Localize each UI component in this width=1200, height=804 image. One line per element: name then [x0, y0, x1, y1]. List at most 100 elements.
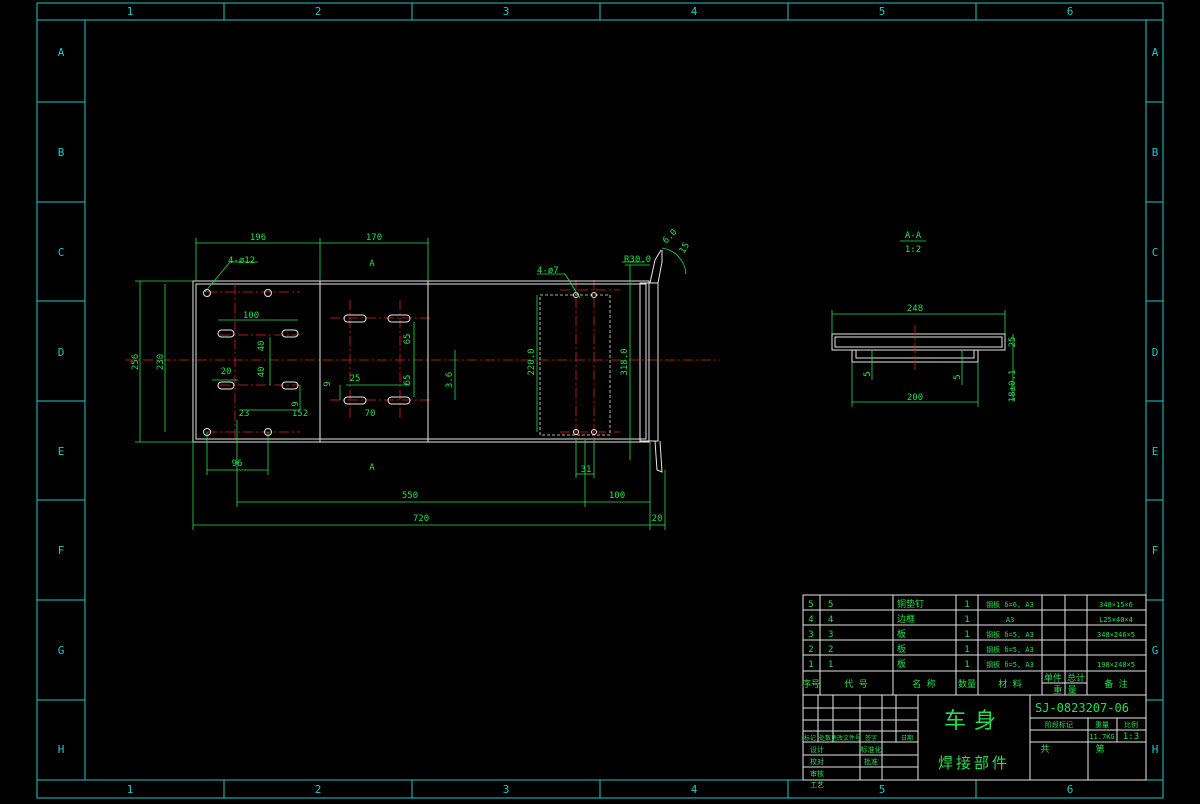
bom-cell-name: 铜垫钉 [897, 598, 924, 610]
part-name: 车身 [944, 709, 1004, 734]
bom-header: 序号 代 号 名 称 数量 材 料 单件 总计 重 量 备 注 [802, 672, 1128, 696]
bom-cell-note: 348×15×6 [1099, 601, 1133, 609]
holes-7-label: 4-ø7 [537, 266, 559, 276]
bom-cell-note: 198×248×5 [1097, 661, 1135, 669]
dim-23: 23 [239, 409, 250, 419]
plan-view: 196 170 100 4-ø12 4-ø7 A A 256 230 40 40… [125, 228, 720, 530]
col-label-5-bottom: 5 [879, 783, 886, 796]
role-process: 工艺 [810, 781, 824, 789]
role-review: 审核 [810, 769, 824, 778]
bom-cell-mat: 钢板 δ=5, A3 [986, 660, 1034, 669]
bom-header-single: 单件 [1044, 672, 1062, 684]
bom-cell-no: 3 [808, 630, 813, 640]
bom-cell-name: 板 [897, 658, 906, 670]
sign-label-date: 日期 [901, 734, 913, 742]
dim-25: 25 [350, 374, 361, 384]
title-block: SJ-0823207-06 车身 焊接部件 阶段标记 重量 比例 11.7KG … [802, 694, 1147, 789]
row-label-c: C [58, 246, 65, 259]
section-plate [831, 333, 1006, 351]
section-a-a: A-A 1:2 248 200 25 5 5 18±0.1 [831, 231, 1018, 407]
col-label-4: 4 [691, 5, 698, 18]
slots [217, 314, 411, 405]
bom-cell-no: 1 [808, 660, 813, 670]
col-label-6-bottom: 6 [1067, 783, 1074, 796]
weight-value: 11.7KG [1089, 733, 1114, 741]
section-title: A-A [905, 231, 922, 241]
dim-230: 230 [156, 354, 166, 370]
dim-100-right: 100 [609, 491, 625, 501]
dim-r30: R30.0 [624, 255, 651, 265]
dim-65-upper: 65 [403, 334, 413, 345]
bom-header-name: 名 称 [912, 678, 935, 690]
row-label-f-right: F [1152, 544, 1159, 557]
weight-label: 重量 [1095, 721, 1109, 729]
dim-31: 31 [581, 465, 592, 475]
dim-720: 720 [413, 514, 429, 524]
dim-256: 256 [131, 354, 141, 370]
col-label-3: 3 [503, 5, 510, 18]
section-dim-5-right: 5 [953, 374, 963, 379]
sign-label-count: 处数 [819, 734, 831, 742]
dim-65-lower: 65 [403, 375, 413, 386]
bom-cell-name: 边框 [897, 613, 915, 625]
bom-cell-code: 1 [828, 660, 833, 670]
dim-6: 6.0 [661, 228, 680, 247]
bom-header-total: 总计 [1067, 672, 1085, 684]
part-description: 焊接部件 [938, 754, 1010, 772]
dim-100: 100 [243, 311, 259, 321]
column-labels-top: 1 2 3 4 5 6 [127, 5, 1074, 18]
dim-3-6: 3.6 [445, 372, 455, 388]
bom-cell-qty: 1 [964, 660, 969, 670]
sign-label-mark: 标记 [804, 734, 816, 742]
col-label-6: 6 [1067, 5, 1074, 18]
bom-header-qty: 数量 [958, 678, 976, 690]
role-standard: 标准化 [861, 745, 882, 754]
section-dim-200: 200 [907, 393, 923, 403]
bom-cell-mat: 钢板 δ=6, A3 [986, 600, 1034, 609]
bom-cell-name: 板 [897, 643, 906, 655]
bom-cell-no: 5 [808, 600, 813, 610]
dim-9-left: 9 [291, 401, 301, 406]
section-dim-5-left: 5 [863, 371, 873, 376]
row-labels-right: A B C D E F G H [1152, 46, 1159, 756]
dim-170: 170 [366, 233, 382, 243]
col-label-2: 2 [315, 5, 322, 18]
bom-cell-note: L25×40×4 [1099, 616, 1133, 624]
bom-cell-name: 板 [897, 628, 906, 640]
bom-header-material: 材 料 [998, 678, 1021, 690]
drawing-frame [36, 2, 1164, 799]
section-dim-18: 18±0.1 [1008, 370, 1018, 403]
row-labels-left: A B C D E F G H [58, 46, 65, 756]
dim-40-upper: 40 [257, 341, 267, 352]
bom-cell-no: 4 [808, 615, 813, 625]
dim-196: 196 [250, 233, 266, 243]
mounting-holes [203, 289, 597, 436]
dim-550: 550 [402, 491, 418, 501]
plan-dimension-lines [135, 238, 687, 530]
row-label-e: E [58, 445, 65, 458]
row-label-h: H [58, 743, 65, 756]
scale-value: 1:3 [1123, 732, 1139, 742]
dim-220: 220.0 [527, 348, 537, 375]
dim-70: 70 [365, 409, 376, 419]
dim-152: 152 [292, 409, 308, 419]
row-label-e-right: E [1152, 445, 1159, 458]
sheet-number-label: 第 [1095, 743, 1104, 755]
signature-labels: 标记 处数 更改文件号 签字 日期 设计 校对 审核 工艺 标准化 批准 [804, 734, 913, 789]
dim-20: 20 [221, 367, 232, 377]
bom-cell-code: 3 [828, 630, 833, 640]
outer-border [36, 2, 1164, 799]
sign-label-signature: 签字 [865, 734, 877, 742]
section-mark-bottom: A [369, 463, 375, 473]
bom-header-note: 备 注 [1104, 678, 1127, 690]
dim-9-right: 9 [323, 381, 333, 386]
row-label-g: G [58, 644, 65, 657]
role-design: 设计 [810, 745, 824, 754]
bom-cell-qty: 1 [964, 615, 969, 625]
dim-15-angle: 15 [678, 241, 692, 255]
col-label-3-bottom: 3 [503, 783, 510, 796]
bom-cell-no: 2 [808, 645, 813, 655]
